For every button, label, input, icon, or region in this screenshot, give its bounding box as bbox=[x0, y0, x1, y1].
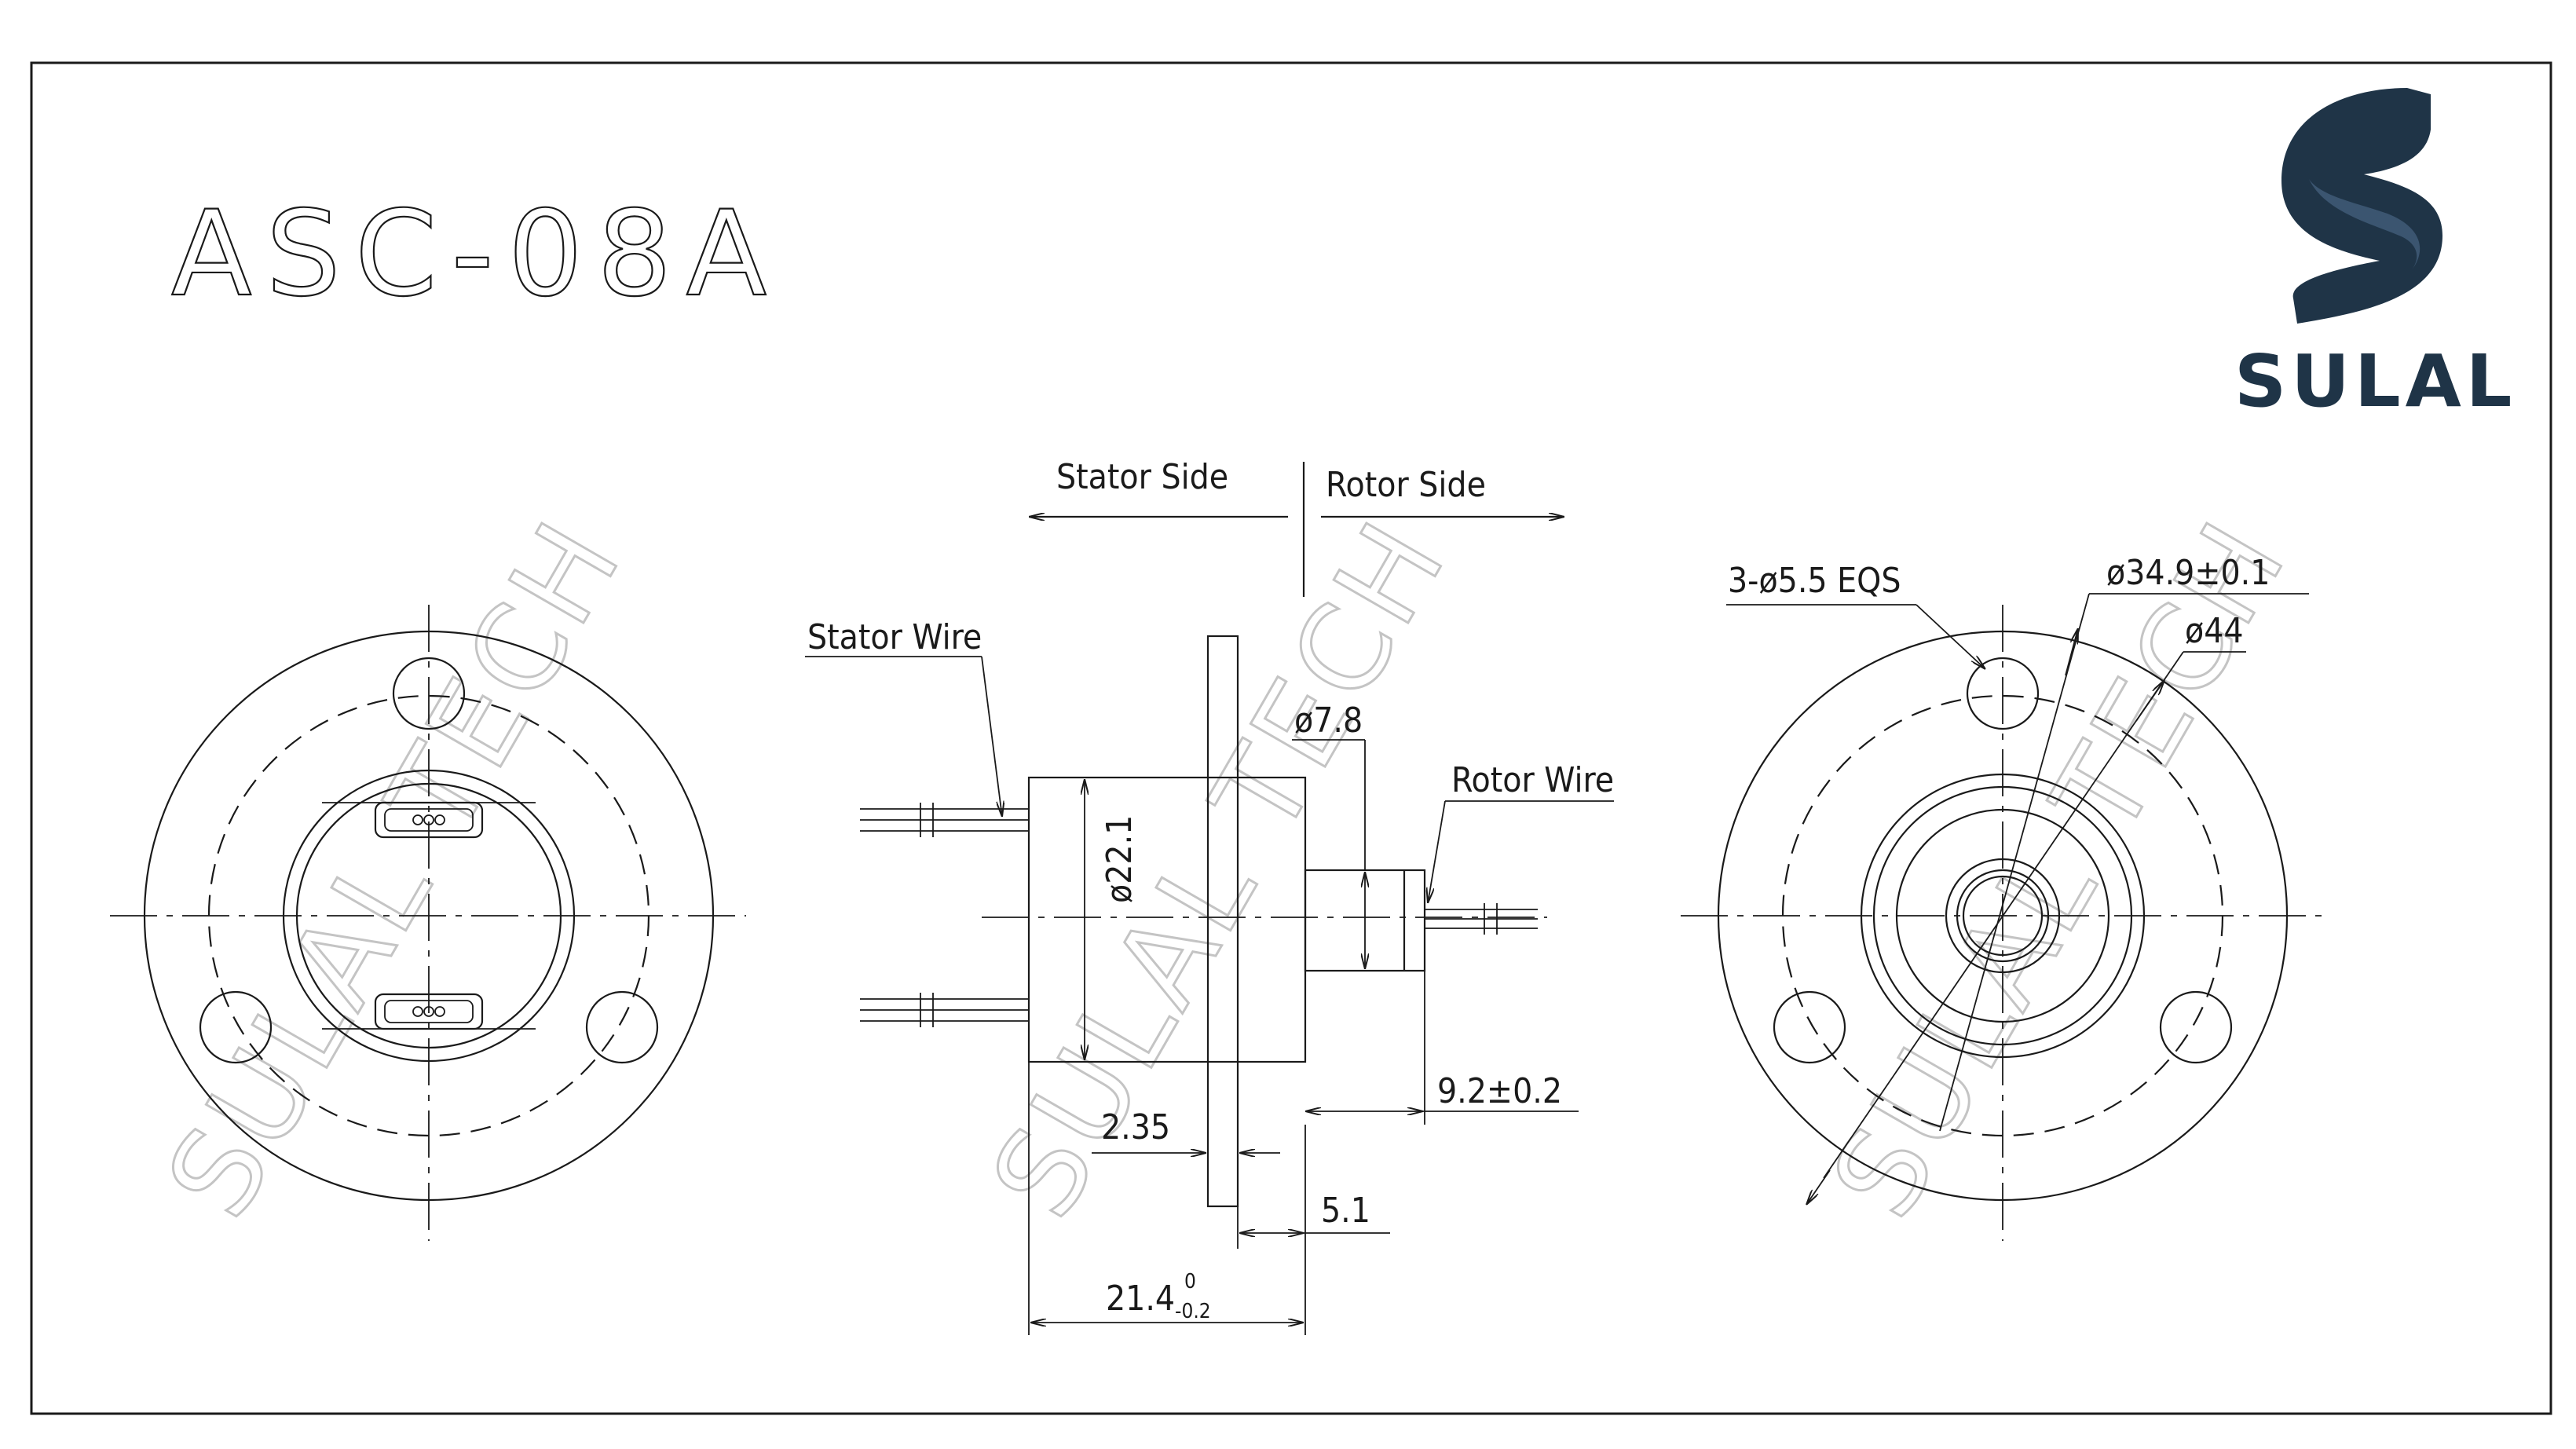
watermark-middle: SULAL TECH bbox=[966, 498, 1473, 1239]
dim-total-length: 21.4 bbox=[1106, 1279, 1175, 1319]
dim-flange-thickness: 5.1 bbox=[1321, 1191, 1370, 1231]
dim-outer-diameter: ø44 bbox=[2185, 611, 2244, 651]
left-view bbox=[110, 605, 746, 1241]
dim-mounting-holes: 3-ø5.5 EQS bbox=[1728, 561, 1901, 601]
stator-side-label: Stator Side bbox=[1056, 457, 1228, 497]
dim-total-tol-upper: 0 bbox=[1184, 1270, 1196, 1293]
brand-logo: SULAL bbox=[2234, 88, 2516, 423]
right-view: 3-ø5.5 EQS ø34.9±0.1 ø44 bbox=[1681, 553, 2325, 1241]
dim-body-diameter: ø22.1 bbox=[1100, 815, 1140, 903]
dim-pitch-circle: ø34.9±0.1 bbox=[2106, 553, 2270, 593]
watermark-left: SULAL TECH bbox=[141, 498, 649, 1239]
logo-highlight bbox=[2309, 179, 2420, 271]
dim-flange-offset: 2.35 bbox=[1101, 1107, 1170, 1147]
side-view: Stator Side Rotor Side bbox=[805, 457, 1614, 1335]
dim-total-tol-lower: -0.2 bbox=[1175, 1300, 1211, 1323]
watermarks: SULAL TECH SULAL TECH SULAL TECH bbox=[141, 496, 2315, 1240]
rotor-wire-label: Rotor Wire bbox=[1451, 760, 1614, 800]
flange bbox=[1206, 635, 1239, 1208]
rotor-side-label: Rotor Side bbox=[1326, 465, 1486, 505]
dim-shaft-length: 9.2±0.2 bbox=[1437, 1071, 1562, 1111]
model-title: ASC-08A bbox=[171, 186, 781, 323]
brand-name: SULAL bbox=[2234, 339, 2516, 423]
stator-wires bbox=[860, 803, 1029, 1027]
stator-wire-label: Stator Wire bbox=[807, 617, 982, 657]
sheet-border bbox=[30, 61, 2552, 1415]
rotor-wires bbox=[1425, 903, 1538, 935]
dim-shaft-diameter: ø7.8 bbox=[1294, 701, 1363, 741]
